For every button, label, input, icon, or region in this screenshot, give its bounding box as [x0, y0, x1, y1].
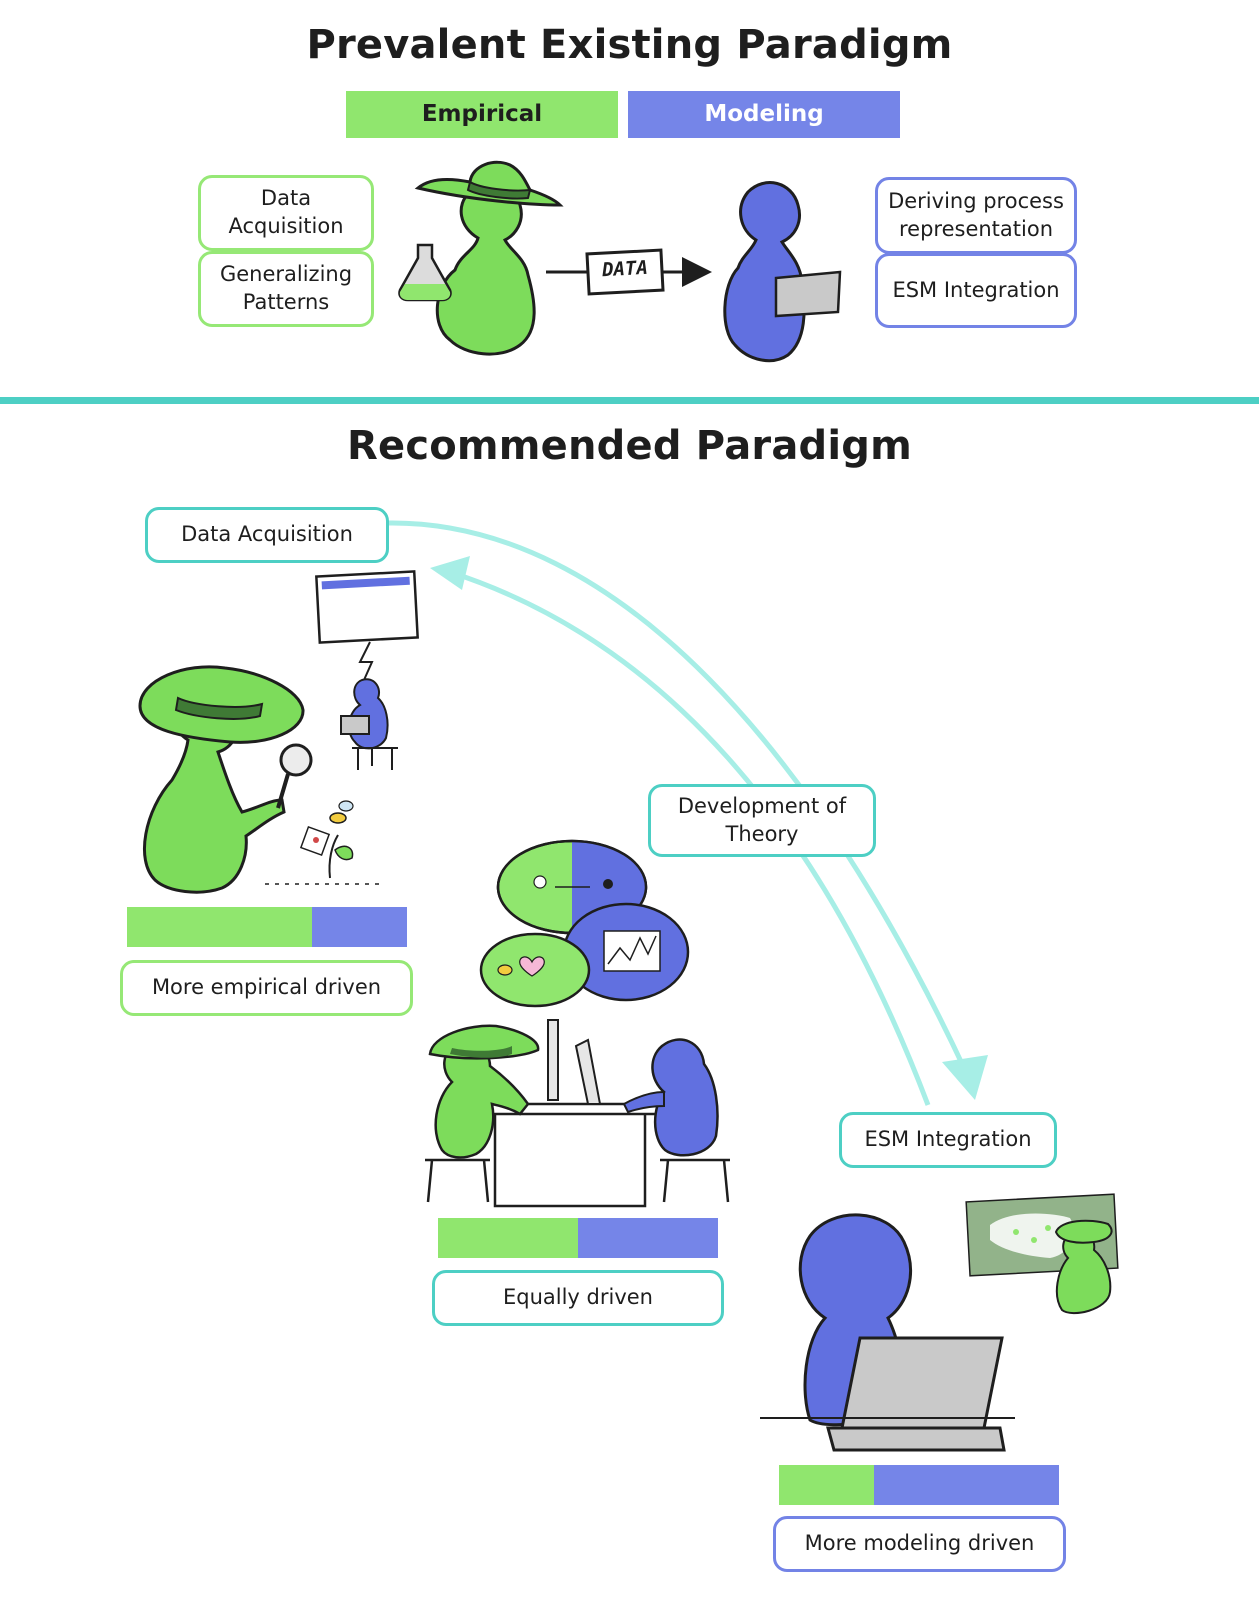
map-empiricist-icon [1054, 1219, 1113, 1315]
small-modeler-icon [340, 678, 398, 770]
label-more-empirical-driven: More empirical driven [120, 960, 413, 1016]
share-bar-modeling-segment [311, 907, 407, 947]
share-bar-empirical-segment [779, 1465, 875, 1505]
share-bar-equally-driven [438, 1218, 718, 1258]
desk-modeler-large-icon [760, 1213, 1015, 1452]
speech-bubble-bee-icon [479, 932, 591, 1008]
bee-icon [329, 800, 354, 824]
share-bar-modeling-driven [779, 1465, 1059, 1505]
label-more-modeling-driven: More modeling driven [773, 1516, 1066, 1572]
modeler-figure-icon [723, 181, 842, 363]
recommended-paradigm-title: Recommended Paradigm [346, 423, 912, 469]
share-bar-empirical-driven [127, 907, 407, 947]
arrow-head-down-icon [942, 1055, 988, 1100]
section-divider [0, 397, 1259, 404]
legend-modeling: Modeling [628, 91, 900, 138]
cycle-esm-integration: ESM Integration [839, 1112, 1057, 1168]
share-bar-empirical-segment [127, 907, 312, 947]
task-deriving-process-representation: Deriving process representation [875, 177, 1077, 254]
task-data-acquisition: Data Acquisition [198, 175, 374, 251]
arrow-head-up-icon [430, 556, 470, 590]
task-esm-integration: ESM Integration [875, 253, 1077, 328]
empiricist-figure-icon [414, 160, 564, 356]
cycle-development-of-theory: Development of Theory [648, 784, 876, 857]
flask-icon [398, 243, 452, 302]
data-card-icon [585, 248, 665, 296]
share-bar-modeling-segment [874, 1465, 1059, 1505]
desk-modeler-icon [622, 1038, 730, 1203]
field-empiricist-icon [138, 665, 313, 894]
desk-empiricist-icon [425, 1024, 540, 1203]
legend-empirical: Empirical [346, 91, 618, 138]
speech-bubble-graph-icon [562, 902, 690, 1002]
share-bar-modeling-segment [578, 1218, 718, 1258]
label-equally-driven: Equally driven [432, 1270, 724, 1326]
data-card-label: DATA [601, 256, 649, 282]
calendar-screen-icon [315, 570, 419, 681]
cycle-data-acquisition: Data Acquisition [145, 507, 389, 563]
collaboration-desk-icon [478, 1019, 662, 1208]
theory-arrow-backward [449, 569, 931, 1106]
theory-arrow-forward [387, 520, 968, 1072]
flower-icon [265, 825, 380, 885]
share-bar-empirical-segment [438, 1218, 578, 1258]
prevalent-paradigm-title: Prevalent Existing Paradigm [306, 22, 953, 68]
task-generalizing-patterns: Generalizing Patterns [198, 251, 374, 327]
